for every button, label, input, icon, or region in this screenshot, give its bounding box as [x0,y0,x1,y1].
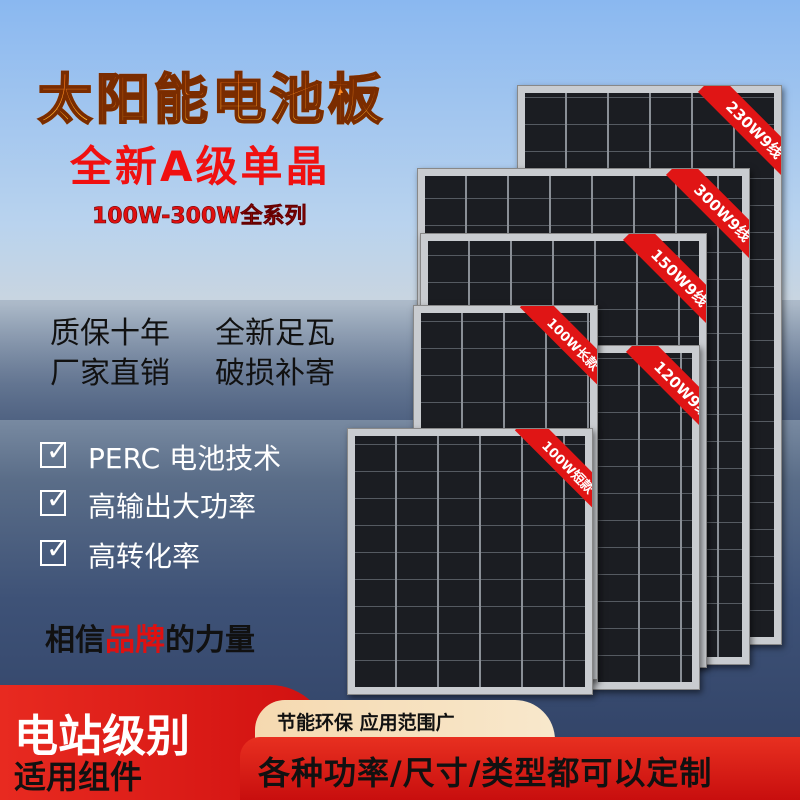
feature-warranty: 质保十年 [50,316,170,351]
checkbox-icon: ✓ [40,532,69,566]
feature-damage-reship: 破损补寄 [215,356,335,391]
slogan-highlight: 品牌 [105,623,165,658]
panel-100w-short: 100W短款 [347,428,593,695]
custom-text: 各种功率/尺寸/类型都可以定制 [258,754,713,792]
feature-full-watt: 全新足瓦 [215,316,335,351]
panel-120w: 120W9线 [590,345,700,690]
grade-text: 电站级别 [14,711,190,762]
slogan-prefix: 相信 [45,623,105,658]
slogan-suffix: 的力量 [165,623,255,658]
checkbox-icon: ✓ [40,434,69,468]
feature-factory-direct: 厂家直销 [50,356,170,391]
checkbox-icon: ✓ [40,482,69,516]
checklist-perc: PERC 电池技术 [88,442,282,475]
subtitle: 全新A级单晶 [70,142,331,191]
brand-slogan: 相信品牌的力量 [45,615,255,659]
main-title: 太阳能电池板 [37,55,386,134]
checklist-high-output: 高输出大功率 [88,490,257,523]
checklist-conversion: 高转化率 [88,540,201,573]
series-range: 100W-300W全系列 [92,204,307,230]
custom-bar [240,737,800,800]
components-text: 适用组件 [14,758,143,796]
